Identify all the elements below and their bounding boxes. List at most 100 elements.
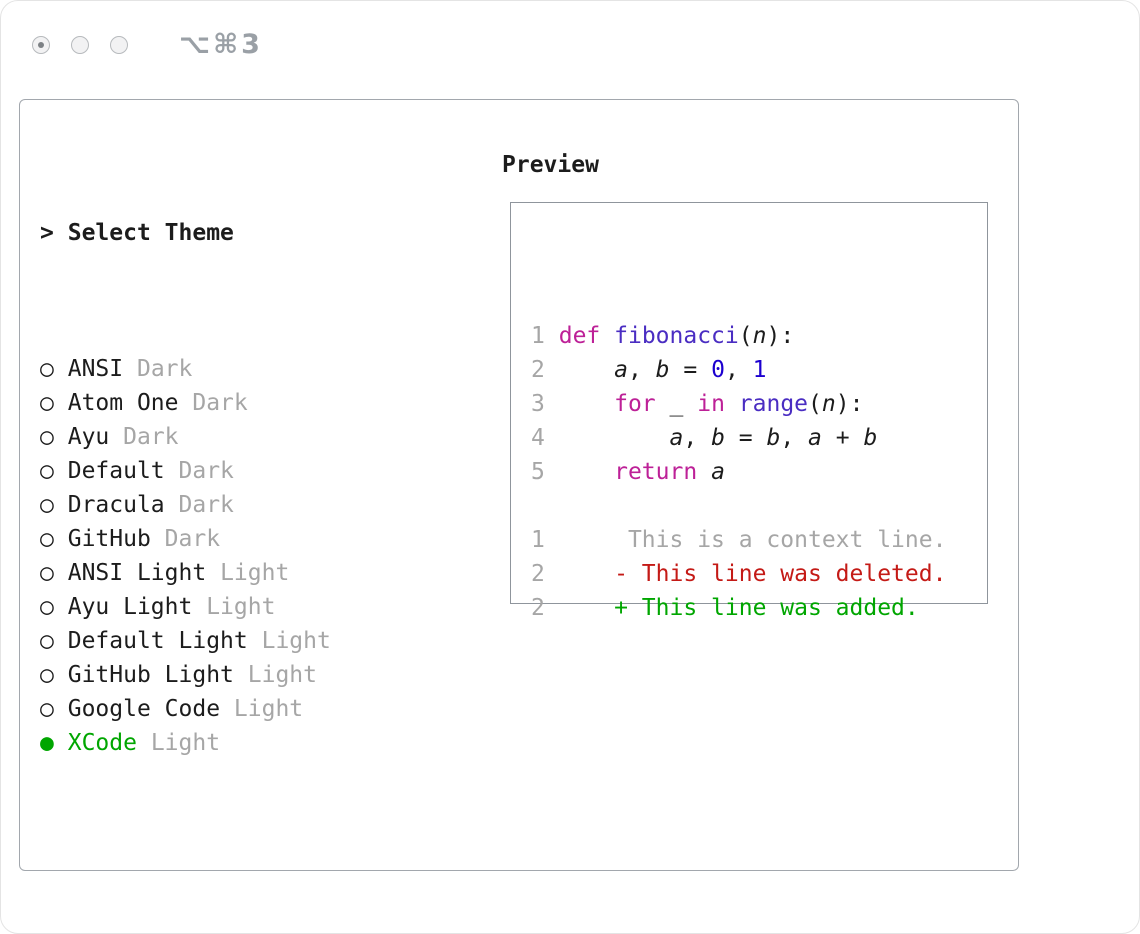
theme-option-default[interactable]: ○ Default Dark xyxy=(40,454,428,488)
theme-option-ansi-light[interactable]: ○ ANSI Light Light xyxy=(40,556,428,590)
code-line: 4 a, b = b, a + b xyxy=(531,421,987,455)
code-line: 3 for _ in range(n): xyxy=(531,387,987,421)
theme-name-label: ANSI xyxy=(67,356,124,382)
code-token: = xyxy=(669,357,712,383)
select-theme-title-label: Select Theme xyxy=(67,220,234,246)
code-token: in xyxy=(697,391,725,417)
theme-variant-label: Light xyxy=(233,696,304,722)
theme-variant-label: Light xyxy=(220,560,290,586)
theme-name-label: GitHub xyxy=(67,526,151,552)
code-token: + xyxy=(821,425,864,451)
code-token: _ xyxy=(669,391,684,417)
code-token xyxy=(559,425,670,451)
theme-option-ayu-light[interactable]: ○ Ayu Light Light xyxy=(40,590,428,624)
code-line: 2 + This line was added. xyxy=(531,591,987,625)
radio-icon: ○ xyxy=(40,628,54,654)
radio-selected-icon: ● xyxy=(40,730,54,756)
code-token: , xyxy=(683,425,712,451)
code-token: , xyxy=(780,425,809,451)
theme-variant-label: Light xyxy=(261,628,331,654)
theme-name-label: Default Light xyxy=(67,628,248,654)
theme-column: > Select Theme ○ ANSI Dark○ Atom One Dar… xyxy=(40,148,428,933)
code-token: n xyxy=(752,323,767,349)
code-token: def xyxy=(558,323,601,349)
theme-variant-label: Dark xyxy=(192,390,248,416)
code-line: 2 - This line was deleted. xyxy=(531,557,987,591)
theme-option-ayu[interactable]: ○ Ayu Dark xyxy=(40,420,428,454)
code-token: This is a context line. xyxy=(558,527,947,553)
code-token: n xyxy=(821,391,836,417)
code-token xyxy=(697,459,711,485)
theme-option-atom-one[interactable]: ○ Atom One Dark xyxy=(40,386,428,420)
line-number: 4 xyxy=(531,425,545,451)
line-number: 3 xyxy=(531,391,545,417)
code-token: a xyxy=(614,357,628,383)
theme-variant-label: Light xyxy=(247,662,317,688)
theme-name-label: GitHub Light xyxy=(67,662,234,688)
preview-title: Preview xyxy=(502,152,599,178)
radio-icon: ○ xyxy=(40,526,54,552)
theme-option-google-code[interactable]: ○ Google Code Light xyxy=(40,692,428,726)
code-token xyxy=(656,391,670,417)
code-token xyxy=(683,391,697,417)
theme-variant-label: Dark xyxy=(178,492,234,518)
theme-option-ansi[interactable]: ○ ANSI Dark xyxy=(40,352,428,386)
theme-name-label: Dracula xyxy=(67,492,165,518)
code-token: a xyxy=(669,425,684,451)
apply-to-section: Apply To ● User Settings○ Workspace Sett… xyxy=(40,896,428,933)
code-token: b xyxy=(766,425,781,451)
code-token: , xyxy=(627,357,656,383)
traffic-light-close-button[interactable] xyxy=(32,35,50,54)
theme-option-default-light[interactable]: ○ Default Light Light xyxy=(40,624,428,658)
code-token xyxy=(725,391,739,417)
radio-icon: ○ xyxy=(40,594,54,620)
code-blank-line xyxy=(531,489,987,523)
select-theme-title: > Select Theme xyxy=(40,216,428,250)
code-line: 5 return a xyxy=(531,455,987,489)
cursor-prefix-icon: > xyxy=(40,220,54,246)
traffic-light-zoom-button[interactable] xyxy=(110,35,128,54)
theme-name-label: Google Code xyxy=(67,696,221,722)
radio-icon: ○ xyxy=(40,696,54,722)
radio-icon: ○ xyxy=(40,458,54,484)
traffic-light-minimize-button[interactable] xyxy=(71,35,89,54)
line-number: 2 xyxy=(531,357,545,383)
code-token: ( xyxy=(808,391,822,417)
theme-variant-label: Light xyxy=(206,594,276,620)
theme-name-label: Ayu xyxy=(67,424,110,450)
code-token: , xyxy=(724,357,753,383)
line-number: 1 xyxy=(531,527,545,553)
radio-icon: ○ xyxy=(40,390,54,416)
line-number: 5 xyxy=(531,459,545,485)
theme-option-github[interactable]: ○ GitHub Dark xyxy=(40,522,428,556)
line-number: 2 xyxy=(531,595,545,621)
radio-icon: ○ xyxy=(40,492,54,518)
code-token xyxy=(559,391,614,417)
code-token: = xyxy=(724,425,767,451)
theme-variant-label: Dark xyxy=(164,526,221,552)
code-token: ): xyxy=(835,391,864,417)
code-token: b xyxy=(711,425,725,451)
code-line: 2 a, b = 0, 1 xyxy=(531,353,987,387)
theme-name-label: XCode xyxy=(67,730,137,756)
theme-option-dracula[interactable]: ○ Dracula Dark xyxy=(40,488,428,522)
radio-icon: ○ xyxy=(40,560,54,586)
radio-icon: ○ xyxy=(40,356,54,382)
code-token: range xyxy=(738,391,809,417)
theme-variant-label: Light xyxy=(150,730,221,756)
theme-name-label: Atom One xyxy=(67,390,179,416)
line-number: 1 xyxy=(531,323,545,349)
code-token: b xyxy=(863,425,878,451)
code-line: 1 This is a context line. xyxy=(531,523,987,557)
theme-option-xcode[interactable]: ● XCode Light xyxy=(40,726,428,760)
window-shortcut-label: ⌥⌘3 xyxy=(179,29,263,60)
theme-variant-label: Dark xyxy=(136,356,193,382)
theme-variant-label: Dark xyxy=(178,458,234,484)
code-token: 1 xyxy=(752,357,767,383)
theme-option-github-light[interactable]: ○ GitHub Light Light xyxy=(40,658,428,692)
code-token: ( xyxy=(738,323,753,349)
theme-name-label: ANSI Light xyxy=(67,560,207,586)
theme-variant-label: Dark xyxy=(123,424,179,450)
